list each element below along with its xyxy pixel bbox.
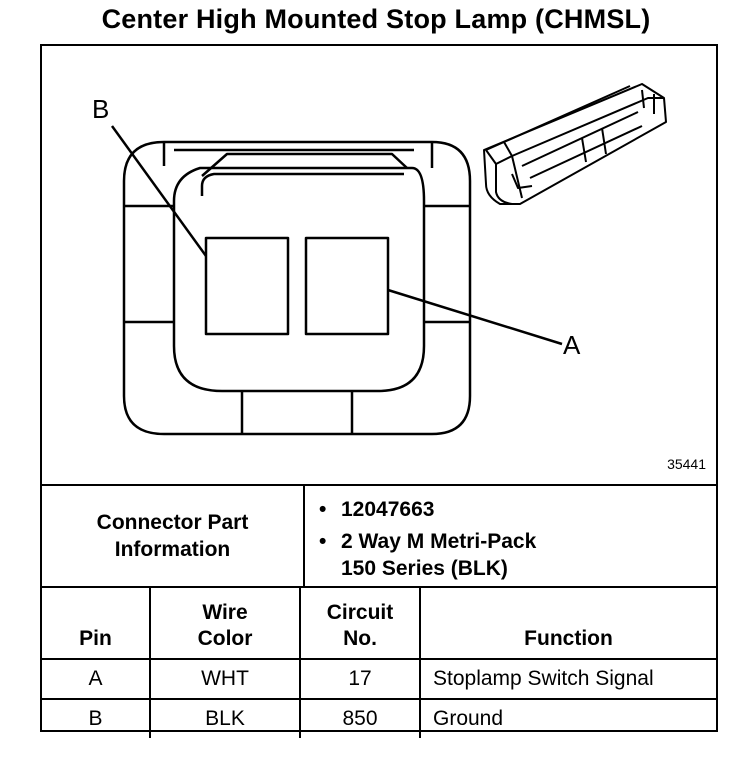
- row-b-circuit: 850: [299, 698, 421, 738]
- header-wire-color-line1: Wire: [202, 601, 248, 624]
- header-function: Function: [419, 586, 716, 660]
- page-title: Center High Mounted Stop Lamp (CHMSL): [101, 4, 651, 34]
- connector-info-label-line2: Information: [114, 538, 231, 561]
- connector-info-label: Connector Part Information: [42, 484, 305, 588]
- row-a-pin: A: [42, 658, 151, 700]
- callout-b-leader: [110, 125, 208, 257]
- connector-info-table: Connector Part Information 12047663 2 Wa…: [42, 484, 716, 588]
- row-b-pin: B: [42, 698, 151, 738]
- connector-housing-outline: [122, 140, 472, 436]
- row-b-function: Ground: [419, 698, 716, 738]
- connector-iso-view: [483, 83, 667, 205]
- terminal-cavity-a: [304, 236, 390, 336]
- pin-table-header-row: Pin Wire Color Circuit No. Function: [42, 586, 716, 660]
- row-a-wire-color: WHT: [149, 658, 301, 700]
- connector-inner-face: [172, 166, 426, 393]
- header-pin: Pin: [42, 586, 151, 660]
- table-row: A WHT 17 Stoplamp Switch Signal: [42, 658, 716, 700]
- connector-info-values: 12047663 2 Way M Metri-Pack 150 Series (…: [303, 484, 716, 588]
- header-wire-color: Wire Color: [149, 586, 301, 660]
- latch-opening: [200, 172, 404, 196]
- diagram-frame: B A 35441 Connector Part Information 120…: [40, 44, 718, 738]
- table-row: B BLK 850 Ground: [42, 698, 716, 738]
- connector-description-line1: 2 Way M Metri-Pack: [341, 530, 537, 553]
- figure-number: 35441: [667, 456, 706, 472]
- header-wire-color-line2: Color: [197, 627, 253, 650]
- header-circuit: Circuit No.: [299, 586, 421, 660]
- connector-face-diagram: [110, 83, 667, 436]
- header-circuit-line1: Circuit: [326, 601, 394, 624]
- connector-description: 2 Way M Metri-Pack 150 Series (BLK): [319, 528, 716, 582]
- row-b-wire-color: BLK: [149, 698, 301, 738]
- callout-b-label: B: [92, 94, 110, 124]
- callout-a-leader: [387, 288, 563, 346]
- row-a-function: Stoplamp Switch Signal: [419, 658, 716, 700]
- header-circuit-line2: No.: [343, 627, 377, 650]
- row-a-circuit: 17: [299, 658, 421, 700]
- part-number: 12047663: [319, 496, 716, 523]
- callout-a-label: A: [563, 330, 581, 360]
- connector-info-label-line1: Connector Part: [96, 511, 249, 534]
- pin-table: Pin Wire Color Circuit No. Function A WH…: [42, 586, 716, 738]
- connector-description-line2: 150 Series (BLK): [341, 557, 508, 580]
- terminal-cavity-b: [204, 236, 290, 336]
